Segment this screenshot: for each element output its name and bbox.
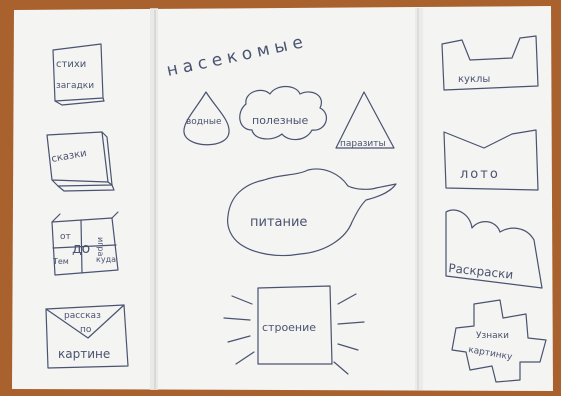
label-stroenie: строение (262, 321, 316, 334)
label-poleznye: полезные (252, 114, 308, 127)
pocket-loto: лото (443, 129, 539, 191)
triangle-parazity: паразиты (335, 91, 395, 149)
envelope-text-rasskaz: рассказ (64, 311, 101, 321)
label-kukly: куклы (458, 74, 490, 85)
leaf-pitanie: питание (227, 168, 397, 257)
envelope-rasskaz: рассказ по картине (45, 304, 129, 369)
book-text-stikhi: стихи (56, 59, 86, 70)
cloud-poleznye: полезные (239, 85, 328, 141)
puzzle-text-uznai: Узнаки (476, 331, 509, 341)
label-pitanie: питание (250, 215, 307, 230)
label-loto: лото (460, 167, 500, 182)
label-raskraski: Раскраски (448, 261, 514, 282)
cube-text-ot: от (60, 232, 71, 242)
book-stikhi-zagadki: стихи загадки (52, 43, 105, 106)
label-vodnye: водные (186, 117, 222, 127)
right-fold-shadow (415, 8, 423, 390)
cube-text-igra: игра (96, 237, 105, 256)
cube-text-kuda: куда (96, 255, 116, 264)
envelope-text-kartine: картине (58, 347, 110, 361)
cube-game: от до игра Тем куда (51, 211, 119, 276)
box-stroenie: строение (223, 285, 365, 375)
cube-text-do: до (72, 241, 90, 257)
envelope-text-po: по (80, 325, 92, 335)
drop-vodnye: водные (183, 91, 230, 146)
cube-text-tem: Тем (52, 257, 69, 266)
left-fold-shadow (150, 8, 158, 390)
pocket-kukly: куклы (441, 35, 539, 91)
book-text-zagadki: загадки (56, 81, 94, 91)
pocket-raskraski: Раскраски (445, 209, 543, 289)
label-parazity: паразиты (340, 139, 386, 149)
